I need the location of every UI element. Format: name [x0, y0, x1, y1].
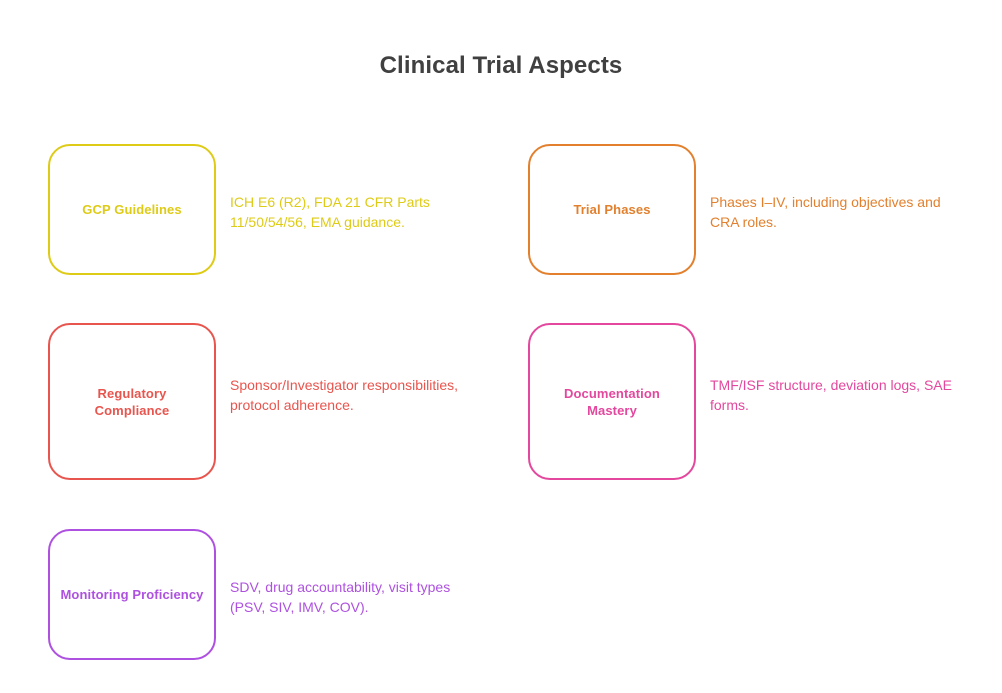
- aspect-item-regulatory-compliance[interactable]: Regulatory Compliance Sponsor/Investigat…: [48, 323, 466, 480]
- aspect-card-title: Documentation Mastery: [564, 385, 660, 418]
- aspect-card-title: Monitoring Proficiency: [60, 587, 204, 602]
- aspect-card-trial-phases[interactable]: Trial Phases: [528, 144, 696, 275]
- aspect-description: Phases I–IV, including objectives and CR…: [710, 194, 941, 230]
- aspect-description: Sponsor/Investigator responsibilities, p…: [230, 377, 459, 413]
- aspect-card-title: Regulatory Compliance: [94, 385, 170, 418]
- aspect-description: SDV, drug accountability, visit types (P…: [230, 579, 451, 615]
- aspect-card-monitoring-proficiency[interactable]: Monitoring Proficiency: [48, 529, 216, 660]
- aspect-item-gcp-guidelines[interactable]: GCP Guidelines ICH E6 (R2), FDA 21 CFR P…: [48, 144, 466, 275]
- aspect-item-trial-phases[interactable]: Trial Phases Phases I–IV, including obje…: [528, 144, 954, 275]
- aspect-card-title: Trial Phases: [573, 202, 651, 217]
- aspect-item-monitoring-proficiency[interactable]: Monitoring Proficiency SDV, drug account…: [48, 529, 474, 660]
- aspect-description: ICH E6 (R2), FDA 21 CFR Parts 11/50/54/5…: [230, 194, 430, 230]
- aspect-card-title: GCP Guidelines: [82, 202, 182, 217]
- page-title: Clinical Trial Aspects: [379, 52, 623, 79]
- aspect-card-regulatory-compliance[interactable]: Regulatory Compliance: [48, 323, 216, 480]
- aspect-description: TMF/ISF structure, deviation logs, SAE f…: [710, 377, 952, 413]
- aspect-card-gcp-guidelines[interactable]: GCP Guidelines: [48, 144, 216, 275]
- aspect-card-documentation-mastery[interactable]: Documentation Mastery: [528, 323, 696, 480]
- aspect-item-documentation-mastery[interactable]: Documentation Mastery TMF/ISF structure,…: [528, 323, 954, 480]
